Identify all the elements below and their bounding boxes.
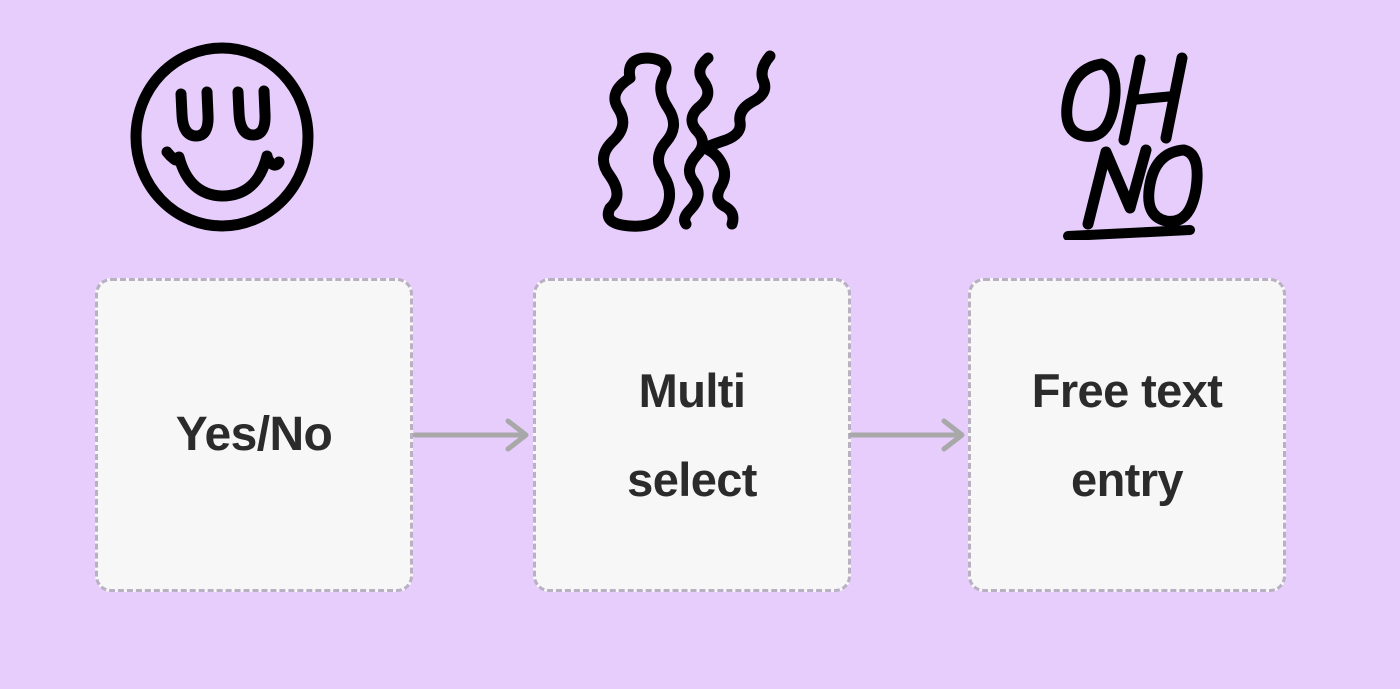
flow-box-free-text-entry[interactable]: Free text entry — [968, 278, 1286, 592]
arrow-multi-select-to-free-text — [848, 418, 971, 452]
arrow-yes-no-to-multi-select — [412, 418, 535, 452]
oh-no-text-icon — [1056, 52, 1216, 241]
flow-box-label: Free text entry — [1031, 363, 1223, 506]
squiggle-ok-icon — [586, 48, 782, 232]
smiley-face-icon — [126, 40, 318, 236]
flow-box-yes-no[interactable]: Yes/No — [95, 278, 413, 592]
flow-box-label: Yes/No — [175, 408, 333, 462]
flow-box-multi-select[interactable]: Multi select — [533, 278, 851, 592]
flow-box-label: Multi select — [627, 363, 757, 506]
oh-no-underline — [1063, 225, 1195, 241]
